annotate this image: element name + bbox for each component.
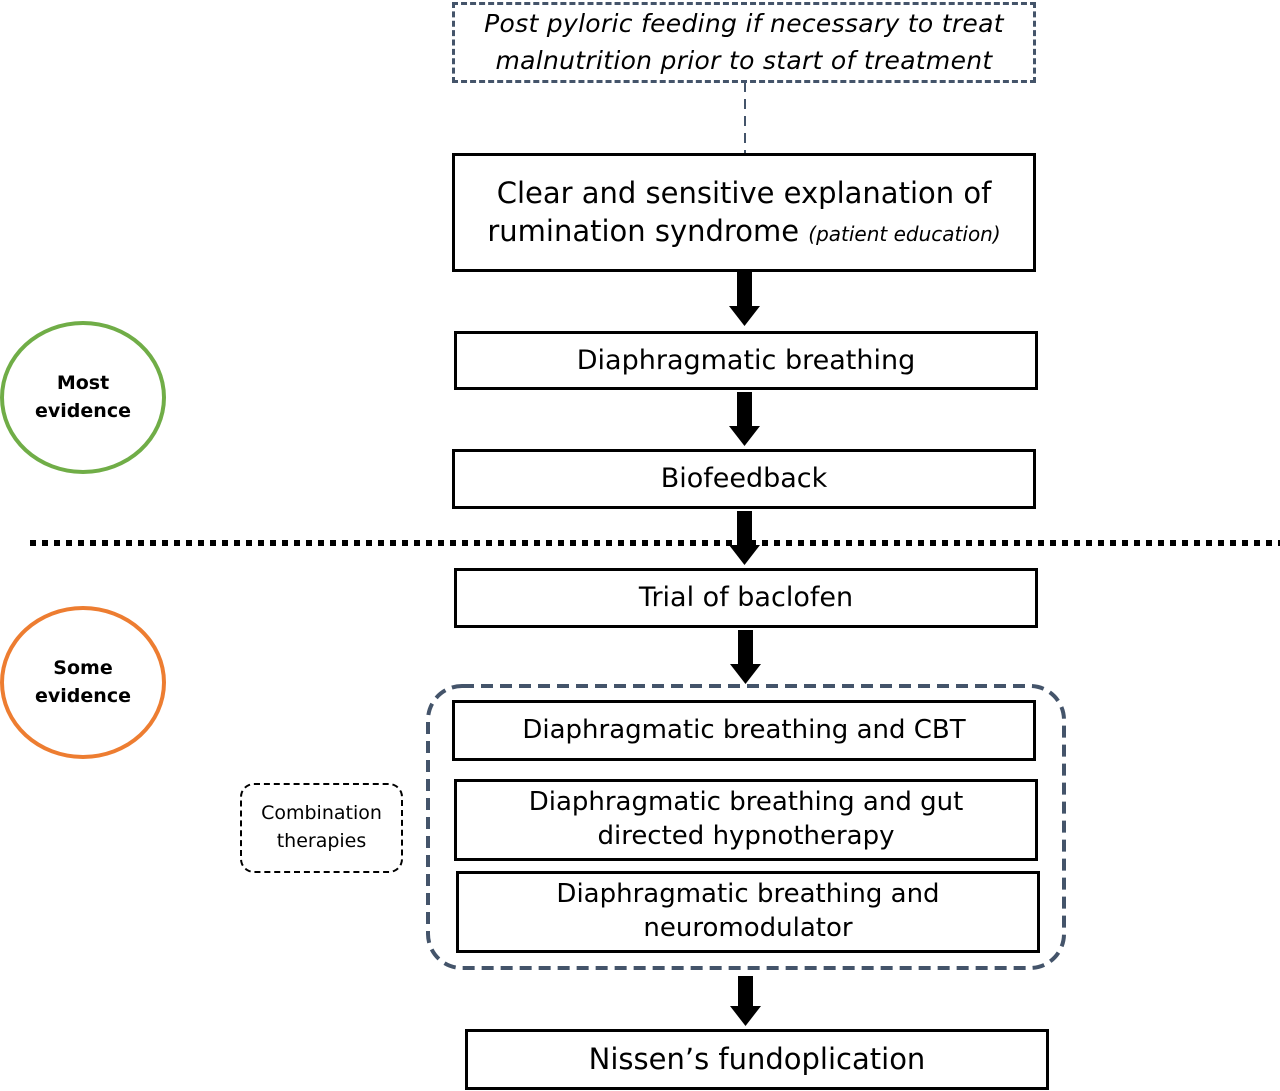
arrow-2	[729, 392, 760, 446]
most-evidence-line-1: Most	[56, 371, 110, 394]
education-line-2: rumination syndrome	[487, 213, 800, 248]
post-pyloric-feeding-note: Post pyloric feeding if necessary to tre…	[452, 2, 1036, 83]
note-line-1: Post pyloric feeding if necessary to tre…	[484, 9, 1004, 39]
patient-education-step: Clear and sensitive explanation of rumin…	[452, 153, 1036, 272]
combo-cbt-step: Diaphragmatic breathing and CBT	[452, 700, 1036, 761]
biofeedback-label: Biofeedback	[660, 463, 828, 495]
combo-neuromodulator-step: Diaphragmatic breathing and neuromodulat…	[456, 871, 1040, 953]
biofeedback-step: Biofeedback	[452, 449, 1036, 509]
most-evidence-text: Most evidence	[35, 370, 131, 425]
education-note: (patient education)	[808, 221, 1001, 246]
some-evidence-line-1: Some	[53, 656, 113, 679]
arrow-4	[730, 630, 761, 684]
combo-neuro-line-1: Diaphragmatic breathing and	[556, 879, 940, 910]
some-evidence-line-2: evidence	[35, 684, 131, 707]
combination-line-1: Combination	[261, 802, 382, 825]
combination-therapies-label: Combination therapies	[240, 783, 403, 873]
education-line-1: Clear and sensitive explanation of	[496, 175, 992, 210]
combination-line-2: therapies	[276, 830, 367, 852]
education-line-2-wrap: rumination syndrome (patient education)	[487, 213, 1000, 251]
baclofen-label: Trial of baclofen	[638, 582, 854, 614]
arrow-1	[729, 272, 760, 326]
arrow-3	[729, 511, 760, 565]
combo-gut-hypnotherapy-step: Diaphragmatic breathing and gut directed…	[454, 779, 1038, 861]
some-evidence-circle: Some evidence	[0, 606, 166, 759]
combo-gut-line-2: directed hypnotherapy	[597, 821, 895, 851]
combo-gut-line-1: Diaphragmatic breathing and gut	[528, 787, 964, 818]
arrow-5	[730, 976, 761, 1026]
combo-cbt-label: Diaphragmatic breathing and CBT	[522, 714, 966, 745]
combination-frame	[426, 684, 1066, 970]
most-evidence-circle: Most evidence	[0, 321, 166, 474]
nissen-fundoplication-step: Nissen’s fundoplication	[465, 1029, 1049, 1090]
combination-therapies-text: Combination therapies	[261, 800, 382, 855]
note-line-2: malnutrition prior to start of treatment	[495, 45, 993, 75]
nissen-label: Nissen’s fundoplication	[588, 1041, 926, 1076]
combo-neuro-line-2: neuromodulator	[643, 913, 853, 943]
some-evidence-text: Some evidence	[35, 655, 131, 710]
baclofen-step: Trial of baclofen	[454, 568, 1038, 628]
diaphragmatic-breathing-label: Diaphragmatic breathing	[576, 344, 916, 376]
most-evidence-line-2: evidence	[35, 399, 131, 422]
diaphragmatic-breathing-step: Diaphragmatic breathing	[454, 331, 1038, 390]
